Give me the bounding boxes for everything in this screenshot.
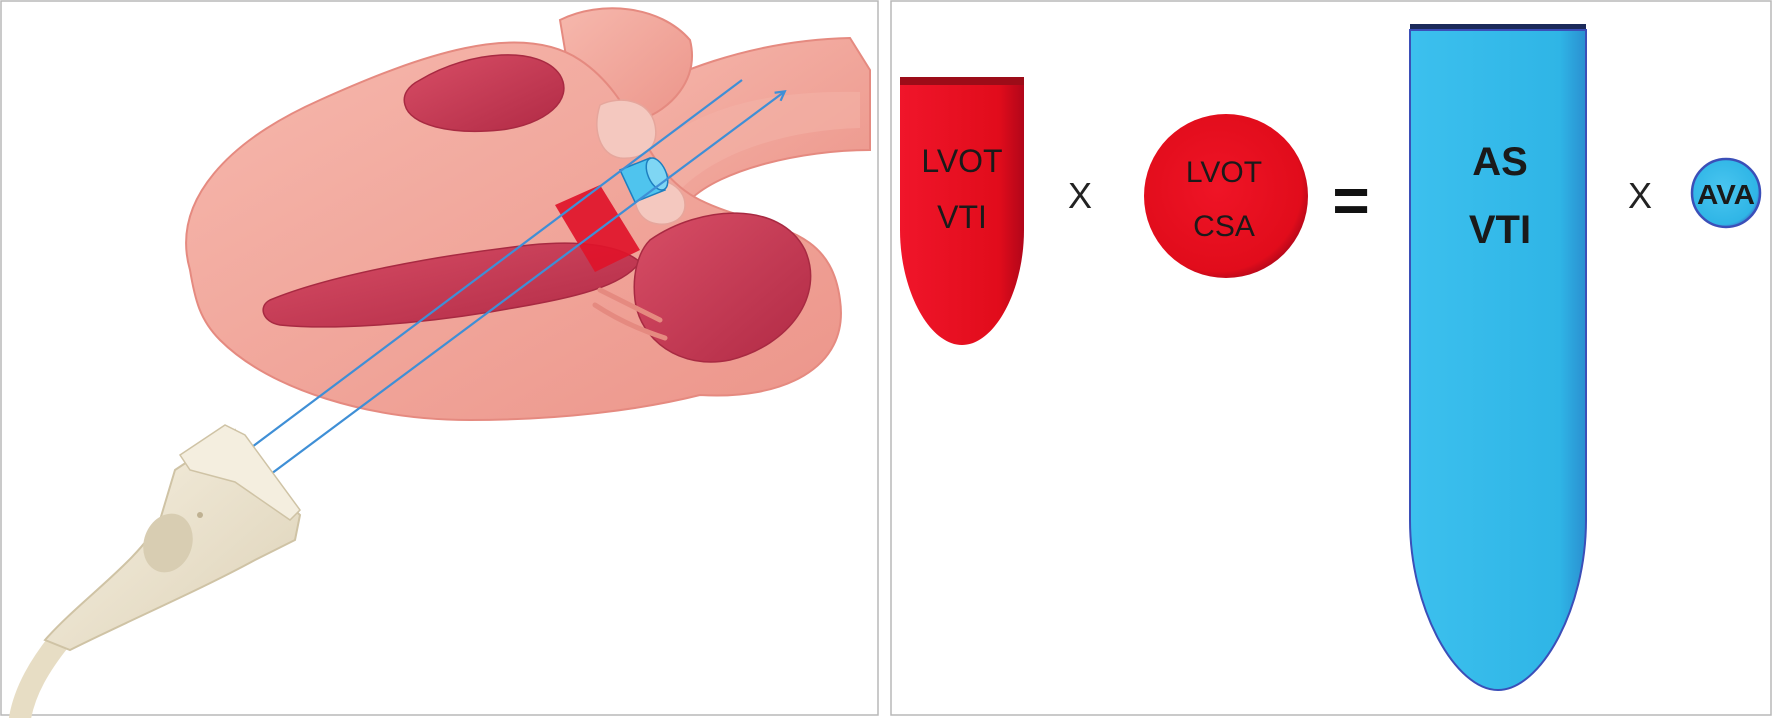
as-vti-shape <box>1409 24 1587 692</box>
ultrasound-probe <box>9 424 302 718</box>
multiply-operator-1: X <box>1068 175 1092 216</box>
aortic-valve-sample-volume <box>618 157 669 203</box>
right-panel-frame <box>890 0 1772 716</box>
doppler-beam-return <box>216 79 743 474</box>
multiply-operator-2: X <box>1628 175 1652 216</box>
lvot-vti-shape <box>900 77 1024 345</box>
lvot-vti-label-line1: LVOT <box>921 143 1002 179</box>
as-vti-label-line2: VTI <box>1469 208 1531 252</box>
probe-head <box>178 424 301 521</box>
mitral-valve <box>592 287 668 341</box>
lvot-vti-label-line2: VTI <box>937 199 987 235</box>
doppler-beam-outgoing <box>239 92 784 498</box>
probe-indicator <box>197 512 203 518</box>
lvot-csa-label-line2: CSA <box>1193 210 1255 243</box>
left-atrium-lower <box>633 212 812 363</box>
lvot-sample-region <box>555 185 640 272</box>
lvot-csa-label-line1: LVOT <box>1186 156 1262 189</box>
lvot-csa-circle <box>1144 114 1308 278</box>
left-ventricle <box>262 242 642 328</box>
equals-operator: = <box>1332 164 1369 236</box>
ava-circle <box>1690 157 1762 229</box>
ava-label: AVA <box>1697 179 1755 210</box>
as-vti-label-line1: AS <box>1472 140 1528 184</box>
aorta-lumen <box>640 91 860 190</box>
left-atrium <box>403 54 565 133</box>
probe-grip <box>143 513 193 573</box>
probe-cable <box>9 629 71 718</box>
heart-illustration <box>185 7 871 498</box>
